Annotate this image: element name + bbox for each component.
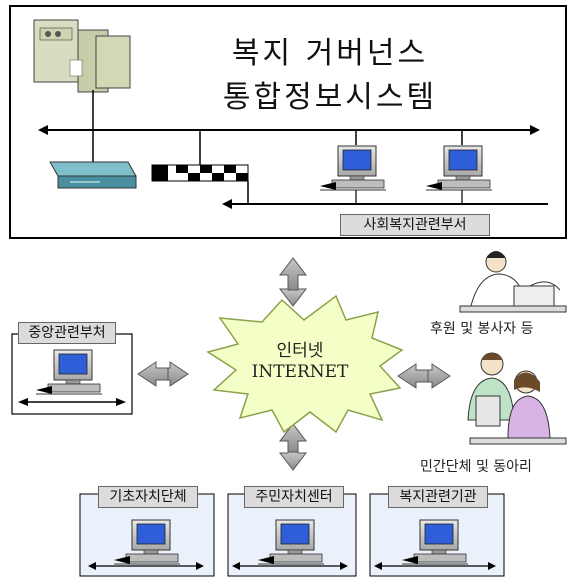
internet-korean-label: 인터넷	[276, 341, 324, 361]
double-arrow-icon	[278, 257, 308, 307]
sponsors-label: 후원 및 봉사자 등	[430, 321, 534, 337]
internet-english-label: INTERNET	[251, 362, 349, 382]
community-center-label: 주민자치센터	[244, 486, 344, 508]
central-dept-label: 중앙관련부처	[18, 322, 116, 344]
double-arrow-icon	[397, 363, 451, 389]
title-line-1: 복지 거버넌스	[231, 36, 429, 71]
social-welfare-dept-label: 사회복지관련부서	[340, 214, 490, 236]
title-line-2: 통합정보시스템	[222, 80, 438, 115]
welfare-institution-label: 복지관련기관	[388, 486, 488, 508]
server-icon	[33, 19, 131, 93]
double-arrow-icon	[137, 361, 189, 387]
local-gov-label: 기초자치단체	[98, 486, 198, 508]
civil-group-people-icon	[467, 352, 567, 445]
internet-burst-icon	[206, 294, 404, 434]
double-arrow-icon	[278, 423, 308, 471]
switch-icon	[151, 164, 249, 182]
sponsor-person-icon	[459, 251, 567, 313]
civil-groups-label: 민간단체 및 동아리	[420, 459, 532, 475]
router-icon	[49, 161, 137, 189]
